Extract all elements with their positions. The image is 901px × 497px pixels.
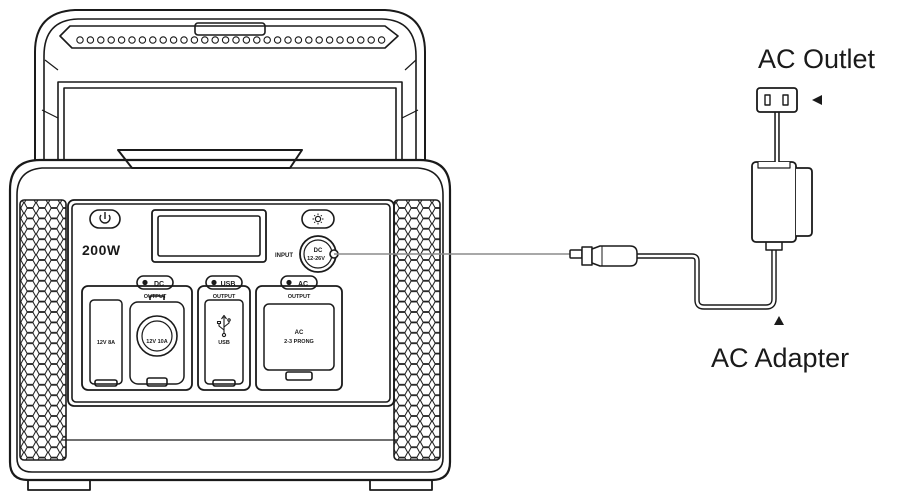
handle-hole — [377, 36, 386, 44]
ac-output-badge — [280, 275, 318, 290]
handle-hole — [107, 36, 115, 44]
handle-hole — [253, 36, 261, 44]
usb-output-caption: OUTPUT — [213, 294, 236, 300]
dc-5521-port[interactable] — [89, 299, 123, 385]
handle-hole — [138, 36, 147, 44]
ac-port-label-line2: 2-3 PRONG — [284, 339, 314, 345]
lcd-display — [151, 209, 267, 263]
dc-output-bay — [81, 285, 193, 391]
handle-hole — [180, 36, 188, 44]
wall-outlet-plug — [756, 87, 798, 113]
dc-output-caption: OUTPUT — [144, 294, 167, 300]
handle-hole — [159, 36, 167, 44]
wattage-label: 200W — [82, 242, 121, 258]
handle-hole — [273, 36, 282, 44]
ac-adapter-brick — [751, 161, 813, 251]
usb-port-label: USB — [218, 340, 230, 346]
handle-hole — [232, 36, 240, 44]
power-button[interactable] — [89, 209, 121, 229]
handle-hole — [346, 36, 355, 44]
left-vent-grille — [19, 199, 67, 461]
handle-hole — [336, 36, 344, 44]
dc-cable — [334, 244, 777, 310]
ac-badge-label: AC — [298, 281, 308, 288]
dc-5521-rating: 12V 8A — [97, 340, 115, 346]
usb-badge-label: USB — [221, 281, 236, 288]
handle-hole — [76, 36, 84, 44]
dc-plug — [569, 245, 638, 267]
handle-hole — [117, 36, 126, 44]
dc-output-badge — [136, 275, 174, 290]
carry-handle — [34, 9, 426, 169]
handle-hole — [86, 36, 95, 44]
car-socket-rating: 12V 10A — [146, 339, 167, 345]
ac-adapter-label: AC Adapter — [711, 343, 850, 373]
ac-outlet-arrow — [812, 95, 822, 105]
handle-hole — [305, 36, 313, 44]
handle-vent-holes — [76, 36, 386, 44]
handle-hole — [357, 36, 365, 44]
handle-hole — [284, 36, 292, 44]
handle-hole — [315, 36, 323, 44]
ac-adapter-arrow — [774, 316, 784, 325]
usb-port-panel[interactable] — [204, 299, 244, 385]
input-port-label-line1: DC — [314, 248, 323, 254]
light-button[interactable] — [301, 209, 335, 229]
ac-output-caption: OUTPUT — [288, 294, 311, 300]
handle-hole — [294, 36, 303, 44]
handle-hole — [97, 36, 105, 44]
ac-outlet-label: AC Outlet — [758, 44, 876, 74]
handle-hole — [325, 36, 334, 44]
handle-hole — [221, 36, 230, 44]
handle-hole — [169, 36, 178, 44]
ac-port-label-line1: AC — [295, 330, 304, 336]
handle-hole — [211, 36, 219, 44]
usb-output-bay — [197, 285, 251, 391]
handle-hole — [190, 36, 199, 44]
right-vent-grille — [393, 199, 441, 461]
input-side-label: INPUT — [275, 253, 293, 259]
dc-input-port[interactable] — [299, 235, 339, 273]
station-body — [8, 158, 452, 491]
input-port-label-line2: 12-26V — [307, 256, 325, 262]
handle-hole — [263, 36, 271, 44]
car-socket-port[interactable] — [129, 295, 185, 387]
dc-badge-label: DC — [154, 281, 164, 288]
usb-output-badge — [205, 275, 243, 290]
ac-output-bay — [255, 285, 343, 391]
handle-hole — [201, 36, 209, 44]
usb-icon — [216, 314, 231, 338]
handle-hole — [128, 36, 136, 44]
handle-hole — [149, 36, 157, 44]
handle-hole — [367, 36, 375, 44]
power-station: 200W INPUT DC 12-26V DC USB AC OUTPUT OU… — [8, 9, 452, 491]
front-control-panel — [67, 199, 395, 407]
ac-socket-panel[interactable] — [263, 303, 335, 371]
handle-hole — [242, 36, 251, 44]
